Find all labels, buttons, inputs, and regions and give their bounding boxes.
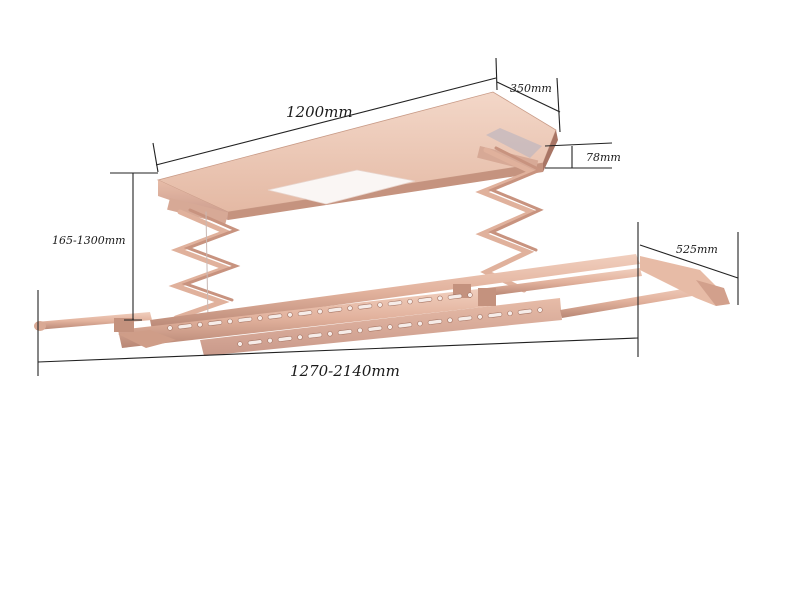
left-foot-clip [118, 330, 176, 348]
label-bar-length: 1270-2140mm [290, 362, 400, 380]
left-mount-tab [167, 198, 229, 225]
bar-hole [417, 320, 423, 327]
bar-slot [517, 308, 533, 315]
bar-slot [427, 318, 443, 325]
bar-hole [167, 325, 173, 331]
bar-slot [447, 293, 463, 300]
bar-slot [237, 316, 253, 323]
bar-slot [267, 313, 283, 320]
bar-hole [447, 317, 453, 323]
dimension-lines [37, 57, 739, 376]
housing-bottom-face [228, 163, 543, 220]
label-wing-525: 525mm [676, 243, 718, 256]
label-height-78: 78mm [586, 151, 621, 164]
left-extension-rod [36, 312, 152, 330]
bar-hole [407, 298, 413, 305]
bar-slot [307, 332, 323, 339]
left-scissor-arm [168, 208, 241, 321]
bar-hole [347, 305, 353, 311]
left-bracket [114, 318, 134, 332]
bar-slot [247, 339, 263, 346]
right-wing-end [696, 280, 730, 306]
bar-hole [287, 312, 293, 318]
bar-hole [537, 307, 543, 313]
bar-hole [437, 295, 443, 301]
bar-hole [227, 318, 233, 325]
bar-slot [417, 297, 433, 303]
bar-hole [197, 322, 203, 328]
bar-hole [237, 341, 243, 347]
bar-hole [267, 337, 273, 344]
bar-slot [487, 312, 503, 319]
bar-hole [327, 331, 333, 337]
bar-slot [277, 335, 293, 342]
bar-hole [257, 315, 263, 321]
label-length-1200: 1200mm [286, 103, 353, 121]
bar-slot [177, 323, 193, 330]
bar-slot [397, 322, 413, 329]
bar-hole [477, 314, 483, 320]
bar-hole [357, 327, 363, 334]
right-bracket [478, 288, 496, 306]
bar-slot [357, 303, 373, 310]
left-rod-end [34, 321, 46, 331]
back-rail [150, 254, 640, 330]
bar-hole [467, 292, 473, 298]
rear-wing-rail [487, 268, 642, 296]
label-lift-range: 165-1300mm [52, 234, 126, 247]
bar-slot [327, 306, 343, 313]
led-light-panel [267, 169, 416, 205]
bar-slot [207, 320, 223, 326]
bar-hole [387, 324, 393, 330]
bar-hole [377, 302, 383, 308]
bar-slot [337, 329, 353, 336]
ceiling-housing [156, 91, 558, 225]
bar-slot [367, 325, 383, 332]
bar-perforations [167, 292, 543, 347]
housing-end-cap [486, 128, 542, 158]
label-width-350: 350mm [510, 82, 552, 95]
bar-hole [317, 308, 323, 315]
right-wing-bar [640, 256, 720, 306]
bar-slot [387, 300, 403, 307]
bar-hole [297, 334, 303, 340]
rack-frame [34, 254, 730, 356]
housing-right-face [543, 130, 558, 172]
right-scissor-arm [475, 146, 544, 293]
bar-slot [457, 315, 473, 322]
bar-slot [297, 310, 313, 317]
bar-hole [507, 310, 513, 317]
